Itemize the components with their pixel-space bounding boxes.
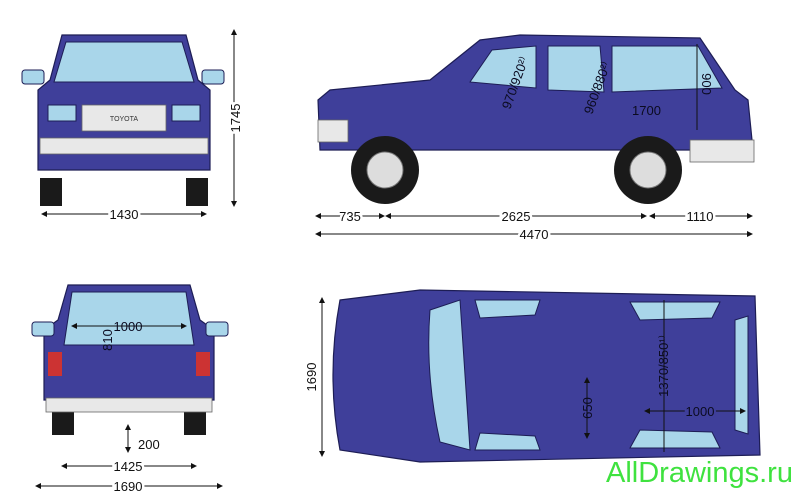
dim-cargo-length: 1700 [632,103,661,118]
side-view: 970/920²⁾ 960/880²⁾ 1700 900 735 2625 11… [315,34,755,245]
watermark: AllDrawings.ru [606,457,793,489]
dim-front-overhang: 735 [339,209,361,224]
dim-rear-seat-width: 650 [580,397,595,419]
dim-top-width: 1690 [304,363,319,392]
dim-rear-opening-height: 810 [100,329,115,351]
top-view: 1690 650 1370/850¹⁾ 1000 [304,289,761,463]
dim-front-width: 1430 [110,207,139,222]
dim-wheelbase: 2625 [502,209,531,224]
dim-cargo-height: 900 [699,73,714,95]
dim-rear-width: 1690 [114,479,143,494]
front-view: TOYOTA 1430 1745 [21,29,246,225]
brand-badge: TOYOTA [110,116,138,123]
dim-rear-overhang: 1110 [687,209,714,224]
dim-height: 1745 [228,104,243,133]
dim-cargo-width: 1000 [686,404,715,419]
dim-ground-clearance: 200 [138,437,160,452]
rear-view: 1000 810 200 1425 1690 [31,284,229,497]
dim-cargo-floor: 1370/850¹⁾ [656,335,671,397]
dim-length: 4470 [520,227,549,242]
dim-track: 1425 [114,459,143,474]
dim-rear-opening-width: 1000 [114,319,143,334]
